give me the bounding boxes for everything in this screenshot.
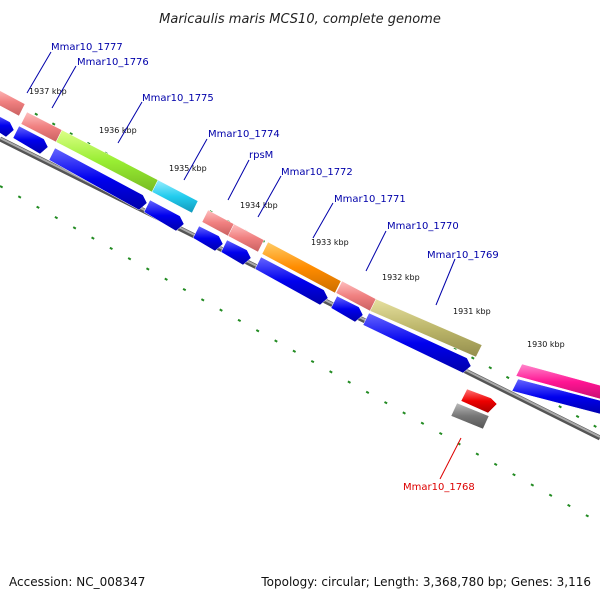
gene-bar-orange[interactable] xyxy=(261,241,342,294)
gene-label[interactable]: Mmar10_1771 xyxy=(334,194,406,205)
cds-arrow[interactable] xyxy=(0,114,15,138)
gene-label[interactable]: Mmar10_1772 xyxy=(281,167,353,178)
gene-label[interactable]: Mmar10_1775 xyxy=(142,93,214,104)
gene-label[interactable]: rpsM xyxy=(249,150,273,161)
cds-arrow[interactable] xyxy=(48,147,148,211)
gene-bar-salmon[interactable] xyxy=(0,88,26,117)
cds-arrow[interactable] xyxy=(143,199,185,232)
cds-track xyxy=(0,114,600,415)
cds-arrow[interactable] xyxy=(330,295,364,323)
scale-label: 1931 kbp xyxy=(453,307,491,316)
scale-label: 1934 kbp xyxy=(240,201,278,210)
gene-bar-cyan[interactable] xyxy=(151,179,199,214)
gene-bar-magenta[interactable] xyxy=(515,363,600,400)
gene-bar-olive[interactable] xyxy=(369,298,483,358)
scale-label: 1935 kbp xyxy=(169,164,207,173)
scale-label: 1932 kbp xyxy=(382,273,420,282)
gene-label[interactable]: Mmar10_1768 xyxy=(403,482,475,493)
gene-bar-red[interactable] xyxy=(460,388,498,414)
scale-label: 1933 kbp xyxy=(311,238,349,247)
scale-label: 1936 kbp xyxy=(99,126,137,135)
cds-arrow[interactable] xyxy=(192,225,224,252)
cds-arrow[interactable] xyxy=(220,239,252,266)
gene-bar-salmon[interactable] xyxy=(227,223,265,253)
cds-arrow[interactable] xyxy=(362,312,472,374)
gene-label[interactable]: Mmar10_1776 xyxy=(77,57,149,68)
map-title: Maricaulis maris MCS10, complete genome xyxy=(159,12,441,27)
gene-label[interactable]: Mmar10_1770 xyxy=(387,221,459,232)
topology-text: Topology: circular; Length: 3,368,780 bp… xyxy=(260,575,591,589)
gene-leaders xyxy=(26,51,462,480)
reverse-strand-track xyxy=(450,388,498,430)
scale-labels: 1937 kbp 1936 kbp 1935 kbp 1934 kbp 1933… xyxy=(29,87,565,349)
cds-arrow[interactable] xyxy=(12,125,49,155)
gene-bar-gray[interactable] xyxy=(450,402,490,430)
gene-label[interactable]: Mmar10_1777 xyxy=(51,42,123,53)
scale-label: 1937 kbp xyxy=(29,87,67,96)
accession-text: Accession: NC_008347 xyxy=(9,575,145,589)
gene-class-track xyxy=(0,88,600,400)
gene-label[interactable]: Mmar10_1774 xyxy=(208,129,280,140)
gene-label[interactable]: Mmar10_1769 xyxy=(427,250,499,261)
cds-arrow[interactable] xyxy=(254,256,329,306)
scale-label: 1930 kbp xyxy=(527,340,565,349)
tick-track-inner xyxy=(0,185,600,524)
gene-labels: Mmar10_1777 Mmar10_1776 Mmar10_1775 Mmar… xyxy=(51,42,499,493)
cds-arrow[interactable] xyxy=(511,378,600,415)
